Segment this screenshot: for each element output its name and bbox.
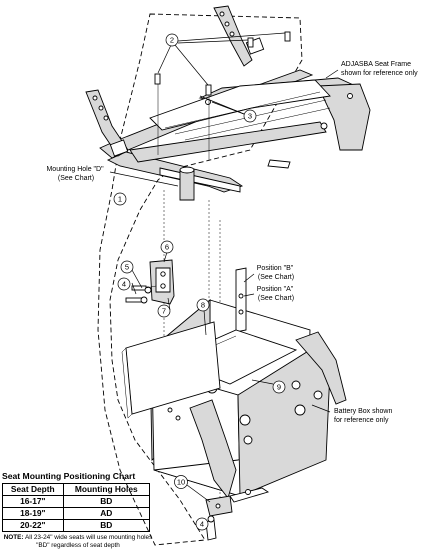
position-a-label: Position "A" (See Chart) [257, 286, 295, 302]
leader-lines [109, 32, 339, 523]
cell-depth: 20-22" [2, 519, 64, 532]
svg-text:3: 3 [248, 112, 252, 121]
callout-4b: 4 [195, 517, 209, 531]
callout-9: 9 [272, 380, 286, 394]
chart-note: NOTE: All 23-24" wide seats will use mou… [2, 534, 154, 550]
svg-text:1: 1 [118, 195, 122, 204]
position-b-label-line1: Position "B" [257, 265, 294, 272]
seat-mounting-chart: Seat Mounting Positioning Chart Seat Dep… [2, 471, 154, 550]
lower-bracket [205, 495, 233, 541]
callout-4a: 4 [117, 277, 131, 291]
callout-8: 8 [196, 298, 210, 312]
note-label: NOTE: [3, 534, 24, 541]
seat-frame-label-line1: ADJASBA Seat Frame [341, 61, 411, 68]
cell-depth: 16-17" [2, 495, 64, 508]
cell-depth: 18-19" [2, 507, 64, 520]
svg-text:7: 7 [162, 307, 166, 316]
svg-text:2: 2 [170, 36, 174, 45]
callout-7: 7 [157, 304, 171, 318]
battery-box [149, 267, 347, 503]
cell-holes: BD [62, 519, 151, 532]
battery-box-label-line2: for reference only [334, 417, 389, 424]
mounting-hole-label-line2: (See Chart) [58, 175, 94, 182]
header-seat-depth: Seat Depth [2, 483, 64, 496]
battery-box-label: Battery Box shown for reference only [334, 408, 394, 424]
mounting-hole-label-line1: Mounting Hole "D" [46, 166, 104, 173]
callout-3: 3 [243, 109, 257, 123]
battery-box-label-line1: Battery Box shown [334, 408, 392, 415]
kit-dashed-outline [97, 13, 303, 546]
svg-text:5: 5 [125, 263, 129, 272]
svg-text:10: 10 [177, 478, 185, 487]
table-row: 16-17" BD [2, 495, 151, 508]
mounting-hole-label: Mounting Hole "D" (See Chart) [46, 166, 105, 182]
mounting-bracket-assembly [125, 259, 175, 305]
chart-table: Seat Depth Mounting Holes 16-17" BD 18-1… [2, 483, 151, 532]
svg-text:4: 4 [122, 280, 126, 289]
callout-2: 2 [165, 33, 179, 47]
chart-title: Seat Mounting Positioning Chart [2, 471, 136, 481]
note-text: All 23-24" wide seats will use mounting … [23, 534, 153, 549]
seat-frame-label-line2: shown for reference only [341, 70, 418, 77]
table-row: 18-19" AD [2, 507, 151, 520]
callout-1: 1 [113, 192, 127, 206]
svg-text:9: 9 [277, 383, 281, 392]
chart-header-row: Seat Depth Mounting Holes [2, 483, 151, 496]
svg-text:6: 6 [165, 243, 169, 252]
part-callouts: 2 3 1 6 5 4 7 8 9 10 4 [113, 33, 286, 531]
seat-frame-label: ADJASBA Seat Frame shown for reference o… [341, 61, 418, 77]
seat-frame [85, 5, 371, 201]
position-b-label: Position "B" (See Chart) [257, 265, 295, 281]
position-a-label-line2: (See Chart) [258, 295, 294, 302]
cell-holes: AD [62, 507, 151, 520]
header-mounting-holes: Mounting Holes [62, 483, 151, 496]
svg-text:8: 8 [201, 301, 205, 310]
table-row: 20-22" BD [2, 519, 151, 532]
position-b-label-line2: (See Chart) [258, 274, 294, 281]
callout-5: 5 [120, 260, 134, 274]
svg-text:4: 4 [200, 520, 204, 529]
cell-holes: BD [62, 495, 151, 508]
callout-10: 10 [174, 475, 188, 489]
callout-6: 6 [160, 240, 174, 254]
position-a-label-line1: Position "A" [257, 286, 294, 293]
